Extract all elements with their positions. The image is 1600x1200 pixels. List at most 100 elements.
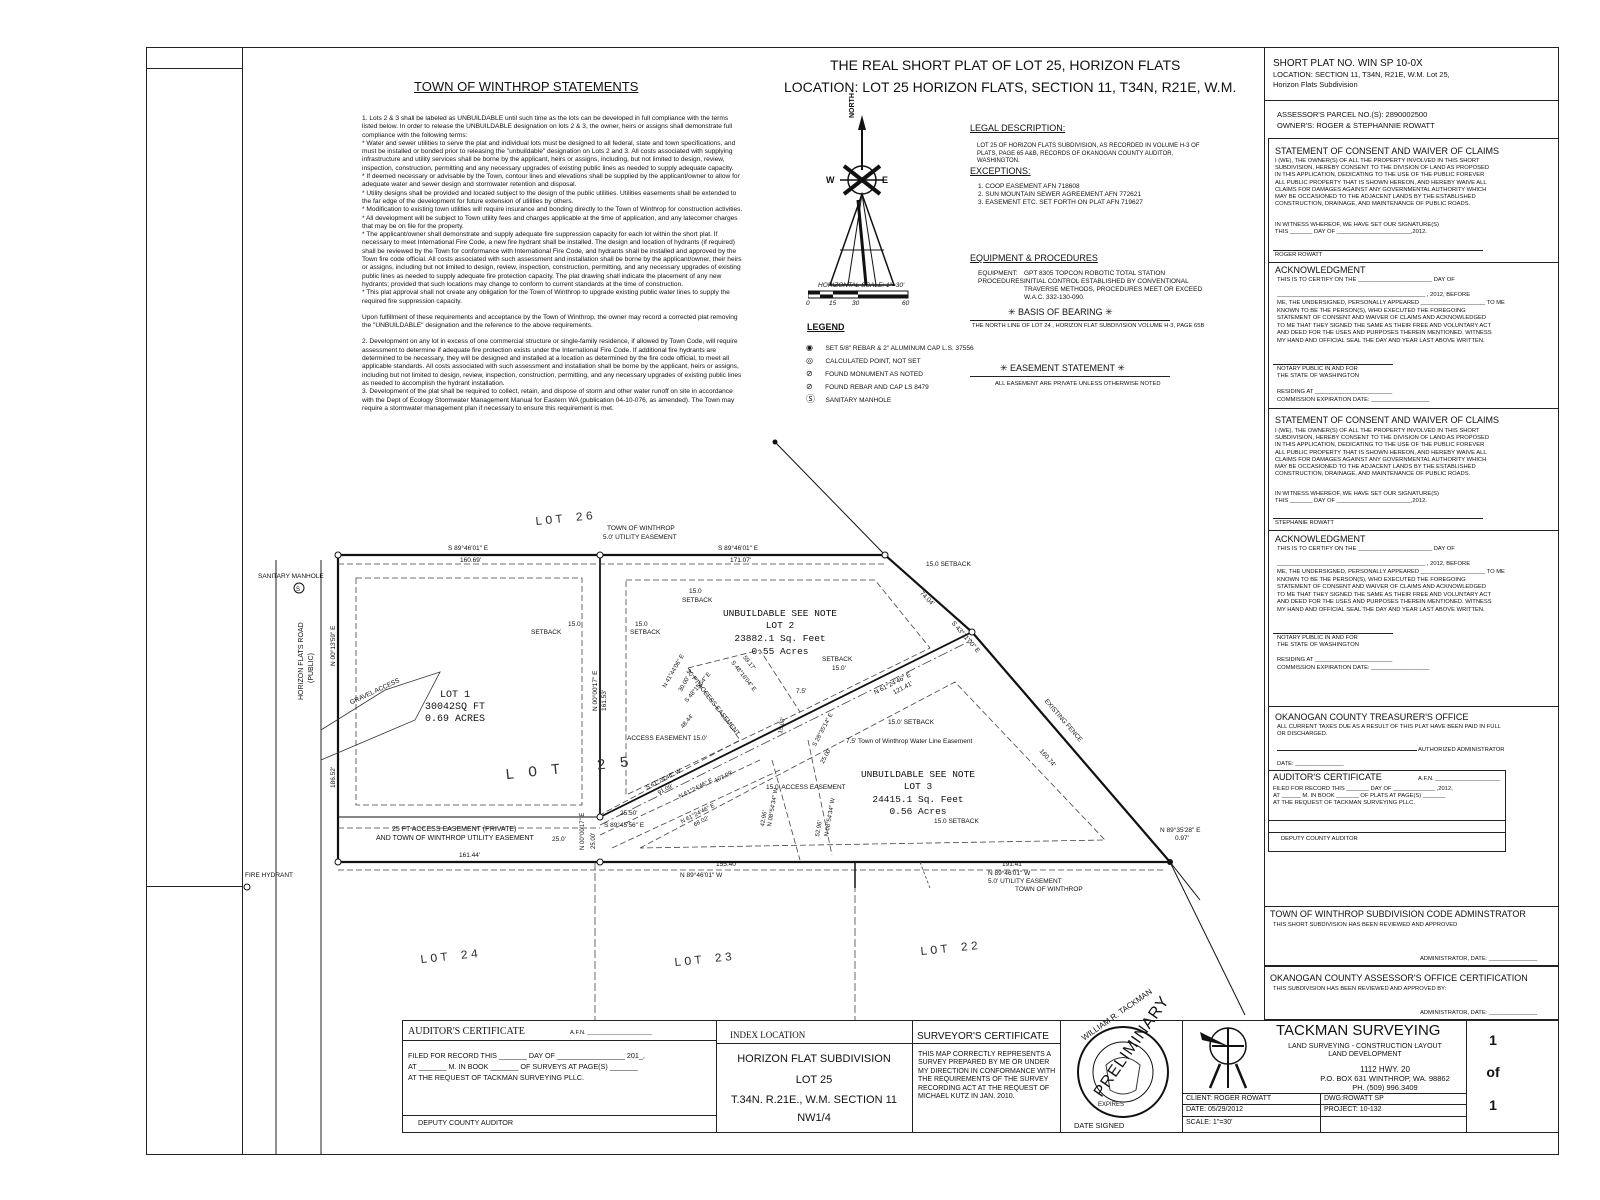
bearing-n00: N 00°00'17" E: [580, 812, 586, 850]
signature-line: [1273, 250, 1483, 251]
statements-title: TOWN OF WINTHROP STATEMENTS: [414, 79, 639, 94]
ack-line-3: ME, THE UNDERSIGNED, PERSONALLY APPEARED…: [1277, 300, 1505, 306]
setback-label-c: 15.0: [635, 621, 648, 628]
short-plat-location: LOCATION: SECTION 11, T34N, R21E, W.M. L…: [1273, 70, 1450, 79]
plat-title: THE REAL SHORT PLAT OF LOT 25, HORIZON F…: [830, 57, 1181, 73]
access-easement-15-label: 15.0' ACCESS EASEMENT: [766, 784, 846, 791]
drawing-date: DATE: 05/29/2012: [1186, 1106, 1244, 1113]
divider: [912, 1020, 913, 1133]
commission-2: COMMISSION EXPIRATION DATE: ____________…: [1277, 665, 1430, 671]
auditor-afn: A.F.N. ____________________: [1418, 776, 1500, 782]
fire-hydrant-label: FIRE HYDRANT: [245, 872, 294, 879]
divider: [1268, 832, 1506, 833]
surveyor-text: THIS MAP CORRECTLY REPRESENTS A SURVEY P…: [918, 1051, 1056, 1101]
scale-bar: [808, 290, 909, 299]
svg-text:S: S: [296, 587, 300, 593]
divider: [1060, 1020, 1061, 1133]
distance-2500: 25.00': [591, 832, 597, 849]
statement-4: * Utility designs shall be provided and …: [362, 189, 737, 205]
lot-1-label: LOT 1: [439, 690, 470, 701]
right-inner-line: [1268, 138, 1269, 778]
consent-title-2: STATEMENT OF CONSENT AND WAIVER OF CLAIM…: [1275, 415, 1500, 425]
town-ue-label-2: 5.0' UTILITY EASEMENT: [603, 534, 677, 541]
divider: [1182, 1020, 1183, 1133]
assessor-box: [1264, 966, 1559, 1020]
ack-line-1: THIS IS TO CERTIFY ON THE ______________…: [1277, 277, 1455, 283]
road-public: (PUBLIC): [308, 653, 315, 683]
equipment-value: GPT 8305 TOPCON ROBOTIC TOTAL STATION: [1024, 270, 1166, 277]
commission-1: COMMISSION EXPIRATION DATE: ____________…: [1277, 397, 1430, 403]
legend-item: ⊘ FOUND MONUMENT AS NOTED: [806, 369, 923, 378]
access-easement-25-label-2: AND TOWN OF WINTHROP UTILITY EASEMENT: [376, 835, 534, 842]
bottom-auditor-line-2: AT _______ M. IN BOOK _______ OF SURVEYS…: [408, 1062, 638, 1071]
statement-2: * Water and sewer utilities to serve the…: [362, 139, 736, 172]
setback-label-b: 15.0: [568, 621, 581, 628]
divider: [1466, 1020, 1467, 1133]
distance-north-1: 160.69': [460, 557, 482, 564]
lot-2-area: 23882.1 Sq. Feet: [734, 633, 826, 644]
bearing-south-short: S 89°45'56" E: [604, 822, 645, 829]
bottom-auditor-line-1: FILED FOR RECORD THIS _______ DAY OF ___…: [408, 1051, 645, 1060]
extension-line: [1169, 861, 1201, 901]
bottom-auditor-afn: A.F.N. ____________________: [570, 1030, 652, 1036]
scale-tick-30: 30: [852, 300, 860, 307]
treasurer-authorized: AUTHORIZED ADMINISTRATOR: [1418, 747, 1505, 753]
statement-3: * If deemed necessary or advisable by th…: [362, 173, 740, 189]
exceptions-title: EXCEPTIONS:: [970, 166, 1031, 176]
witness-1: IN WITNESS WHEREOF, WE HAVE SET OUR SIGN…: [1275, 222, 1439, 228]
index-line-2: LOT 25: [795, 1074, 833, 1086]
seal-expires: EXPIRES: [1098, 1102, 1125, 1108]
statements-body: 1. Lots 2 & 3 shall be labeled as UNBUIL…: [362, 115, 744, 413]
windmill-compass-icon: [828, 115, 896, 286]
divider: [912, 1043, 1060, 1044]
auditor-deputy: DEPUTY COUNTY AUDITOR: [1281, 836, 1358, 842]
lot-divider: [599, 631, 973, 818]
distance-15540: 155.40': [716, 861, 738, 868]
bearing-north-2: S 89°46'01" E: [718, 545, 759, 552]
statement-8: * This plat approval shall not create an…: [362, 289, 730, 305]
auditor-title: AUDITOR'S CERTIFICATE: [1273, 772, 1382, 782]
divider: [1182, 1104, 1466, 1105]
utility-easement-south-2: TOWN OF WINTHROP: [1015, 886, 1083, 893]
surveyor-title: SURVEYOR'S CERTIFICATE: [917, 1031, 1049, 1042]
lot-3-acres: 0.56 Acres: [889, 806, 947, 817]
lot-2-label: LOT 2: [765, 620, 795, 631]
divider: [1182, 1116, 1466, 1117]
statement-10: 2. Development on any lot in excess of o…: [362, 338, 742, 387]
index-line-1: HORIZON FLAT SUBDIVISION: [737, 1053, 891, 1065]
scale-label: HORIZONTAL SCALE: 1"=30': [818, 282, 905, 289]
sheet-of: of: [1486, 1064, 1500, 1080]
legend-item: ◎ CALCULATED POINT, NOT SET: [806, 356, 921, 365]
divider: [402, 1115, 716, 1116]
company-phone: PH. (509) 996.3409: [1352, 1083, 1418, 1092]
distance-mid: 161.53': [601, 689, 608, 711]
treasurer-date: DATE: _______________: [1277, 761, 1344, 767]
auditor-line-1: FILED FOR RECORD THIS _______ DAY OF ___…: [1273, 786, 1453, 792]
extension-line: [774, 441, 886, 556]
basis-of-bearing-text: THE NORTH LINE OF LOT 24 , HORIZON FLAT …: [972, 323, 1205, 329]
setback-label-f: 15.0 SETBACK: [934, 818, 979, 825]
ack-text-2: KNOWN TO BE THE PERSON(S), WHO EXECUTED …: [1277, 577, 1492, 613]
bearing-north-1: S 89°46'01" E: [448, 545, 489, 552]
extension-line: [1169, 861, 1246, 1016]
road-name: HORIZON FLATS ROAD: [298, 622, 305, 700]
code-admin-title: TOWN OF WINTHROP SUBDIVISION CODE ADMINS…: [1270, 909, 1526, 919]
setback-label-c2: SETBACK: [630, 629, 661, 636]
legend-item: ◉ SET 5/8" REBAR & 2" ALUMINUM CAP L.S. …: [806, 343, 974, 352]
divider: [1264, 100, 1559, 101]
short-plat-location-2: Horizon Flats Subdivision: [1273, 80, 1358, 89]
setback-label-a2: SETBACK: [682, 597, 713, 604]
setback-label-e: 15.0' SETBACK: [888, 719, 935, 726]
state-2: THE STATE OF WASHINGTON: [1277, 642, 1359, 648]
legend-item: Ⓢ SANITARY MANHOLE: [806, 394, 892, 404]
water-easement-label: 7.5' Town of Winthrop Water Line Easemen…: [846, 738, 973, 745]
divider: [1182, 1093, 1466, 1094]
access-easement-25-label-1: 25 FT ACCESS EASEMENT (PRIVATE): [392, 826, 517, 833]
auditor-certificate-box: [1268, 770, 1506, 852]
statement-1: 1. Lots 2 & 3 shall be labeled as UNBUIL…: [362, 115, 733, 139]
signer-roger: ROGER ROWATT: [1275, 252, 1323, 258]
statement-11: 3. Development of the plat shall be requ…: [362, 388, 735, 412]
lot-2-unbuildable: UNBUILDABLE SEE NOTE: [722, 608, 838, 619]
east-label: E: [882, 175, 889, 185]
